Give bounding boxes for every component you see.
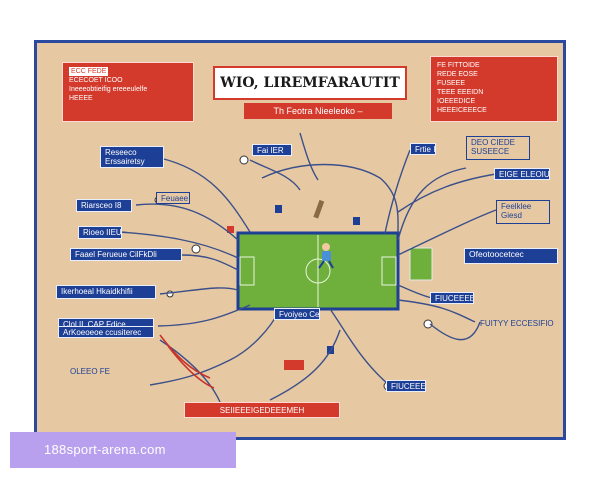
- diagram-subtitle: Th Feotra Nieeleoko –: [244, 103, 392, 119]
- small-pitch: [409, 247, 433, 281]
- label-right-5: FIUCEEEE: [430, 292, 474, 304]
- note-top-left-line2: ECECOET ICOO: [69, 77, 123, 84]
- label-right-6: FUITYY ECCESIFIO: [480, 319, 554, 328]
- label-right-4: Ofeotoocetcec: [464, 248, 558, 264]
- connector-lines: [119, 132, 497, 403]
- red-flow-lines: [159, 334, 215, 389]
- player-icon: [313, 199, 325, 219]
- label-bottom-1: Fvoiyeo Cer: [274, 308, 320, 320]
- label-left-9: OLEEO FEEIO: [70, 367, 110, 376]
- label-left-5: Faael Ferueue CilFkDli: [70, 248, 182, 261]
- label-right-2: EIGE ELEOIUE: [494, 168, 550, 180]
- note-top-left-line3: Ineeeobtieifig ereeeulelfe: [69, 86, 148, 93]
- red-marker: [284, 360, 304, 370]
- player-icon: [353, 211, 360, 225]
- note-top-right-line6: HEEEICEEECE: [437, 107, 487, 114]
- label-bottom-2-text: FIUCEEEE: [391, 382, 426, 391]
- label-left-3: Riarsceo I8: [76, 199, 132, 212]
- note-top-right-line4: TEEE EEEIDN: [437, 89, 484, 96]
- site-watermark: 188sport-arena.com: [10, 432, 236, 468]
- label-right-1: DEO CIEDE SUSEECE: [466, 136, 530, 160]
- note-top-left-line1: ECC FEDE: [69, 67, 109, 76]
- label-left-8: ArKoeoeoe ccusiterec: [58, 326, 154, 338]
- label-left-4: Rioeo IIEU: [78, 226, 122, 239]
- note-top-right-line1: FE FITTOIDE: [437, 62, 480, 69]
- note-top-right-line2: REDE EOSE: [437, 71, 478, 78]
- note-top-right: FE FITTOIDE REDE EOSE FUSEEE TEEE EEEIDN…: [430, 56, 558, 122]
- player-icon: [275, 199, 282, 213]
- label-left-2: Feuaee: [156, 192, 190, 204]
- label-top-mid: Fai IER: [252, 144, 292, 156]
- note-top-right-line3: FUSEEE: [437, 80, 466, 87]
- football-pitch: [236, 231, 400, 311]
- label-mid-1: Frtie ID: [410, 143, 436, 155]
- note-top-left-line4: HEEEE: [69, 95, 93, 102]
- label-left-1: Reseeco Erssairetsy: [100, 146, 164, 168]
- diagram-title: WIO, LIREMFARAUTIT: [213, 66, 407, 100]
- label-bottom-2: FIUCEEEE: [386, 380, 426, 392]
- note-top-left: ECC FEDE ECECOET ICOO Ineeeobtieifig ere…: [62, 62, 194, 122]
- note-top-right-line5: IOEEEDICE: [437, 98, 476, 105]
- label-right-3: Feelklee Giesd: [496, 200, 550, 224]
- bottom-banner: SEIIEEEIGEDEEEMEH: [184, 402, 340, 418]
- label-left-6: Ikerhoeal Hkaidkhifii: [56, 285, 156, 299]
- player-icon: [227, 220, 234, 233]
- player-icon: [318, 243, 334, 269]
